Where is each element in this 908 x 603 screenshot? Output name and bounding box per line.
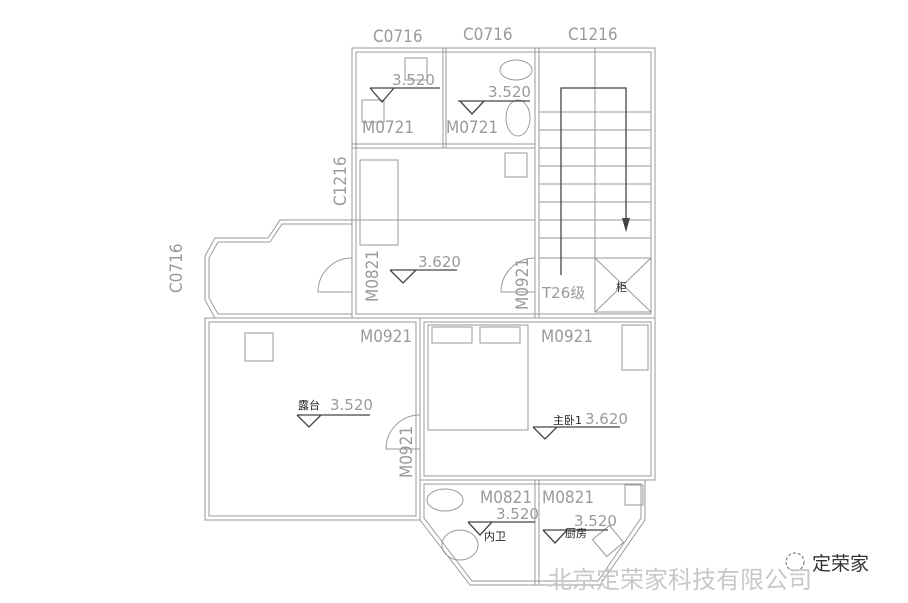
elevation-label: 3.520	[496, 505, 539, 523]
toilet	[505, 99, 531, 137]
window-label: C1216	[568, 25, 618, 45]
door-label: M0921	[360, 327, 412, 347]
walls	[204, 47, 656, 586]
door-label: M0921	[397, 426, 417, 478]
window-label: C0716	[463, 25, 513, 45]
bed	[427, 324, 529, 431]
watermark: 定荣家 北京定荣家科技有限公司	[548, 552, 869, 594]
window-label: C1216	[331, 156, 351, 206]
elevation-label: 3.520	[488, 83, 531, 101]
door-label: M0721	[446, 118, 498, 138]
door-label: M0821	[363, 250, 383, 302]
logo-icon	[785, 552, 805, 572]
wardrobe	[621, 324, 649, 371]
sink	[499, 59, 533, 81]
cabinet	[594, 257, 652, 313]
watermark-logo-text: 定荣家	[812, 553, 869, 575]
door-label: M0821	[480, 488, 532, 508]
room-label-master: 主卧1	[553, 414, 582, 427]
window-label: C0716	[373, 27, 423, 47]
elevation-label: 3.620	[585, 410, 628, 428]
staircase	[539, 48, 652, 313]
stair-label: T26级	[541, 284, 585, 302]
elevation-label: 3.620	[418, 253, 461, 271]
door-label: M0921	[513, 258, 533, 310]
stair-direction-arrow	[560, 87, 627, 275]
room-label-cabinet: 柜	[616, 281, 627, 294]
elevation-label: 3.520	[330, 396, 373, 414]
door-label: M0721	[362, 118, 414, 138]
room-label-kitchen: 厨房	[565, 527, 587, 540]
elevation-markers	[296, 87, 620, 544]
toilet	[441, 529, 479, 561]
floor-drain	[361, 99, 385, 123]
door-label: M0921	[541, 327, 593, 347]
sofa	[359, 159, 399, 246]
sink	[404, 57, 428, 81]
elevation-label: 3.520	[574, 512, 617, 530]
window-label: C0716	[167, 243, 187, 293]
watermark-company: 北京定荣家科技有限公司	[548, 566, 812, 594]
elevation-label: 3.520	[392, 71, 435, 89]
room-label-terrace: 露台	[298, 398, 320, 412]
door-label: M0821	[542, 488, 594, 508]
room-label-inner-bath: 内卫	[484, 529, 506, 543]
